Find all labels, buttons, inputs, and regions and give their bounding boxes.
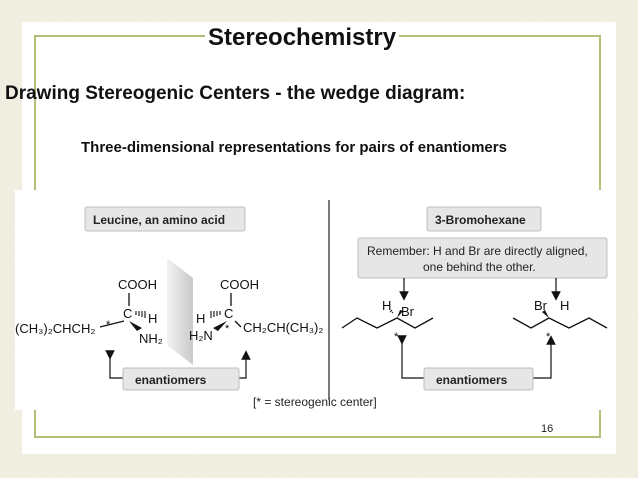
slide-title: Stereochemistry <box>205 24 400 52</box>
page-number: 16 <box>541 423 554 435</box>
bromohexane-label-box <box>426 206 542 232</box>
mol2-hydrogen: H <box>196 311 205 326</box>
leucine-label-box <box>84 206 246 232</box>
bh2-bromine: Br <box>534 298 548 313</box>
note-box <box>357 237 608 279</box>
mol1-right-group: NH₂ <box>139 331 163 346</box>
bromohexane-molecule-1: H Br * <box>341 278 434 343</box>
mol1-left-group: (CH₃)₂CHCH₂ <box>15 321 95 336</box>
left-enantiomers-label: enantiomers <box>135 373 207 387</box>
leucine-molecule-2: COOH C H * H₂N CH₂CH(CH₃)₂ <box>189 277 323 343</box>
mol2-left-group: H₂N <box>189 328 213 343</box>
leucine-molecule-1: COOH C H * (CH₃)₂CHCH₂ NH₂ <box>15 277 163 346</box>
bh1-bromine: Br <box>401 304 415 319</box>
right-enantiomers-box <box>423 367 534 391</box>
stereocenter-footnote: [* = stereogenic center] <box>253 395 377 409</box>
slide-subheading: Three-dimensional representations for pa… <box>81 139 507 156</box>
left-enantiomers-box <box>122 367 240 391</box>
leucine-label: Leucine, an amino acid <box>93 213 225 227</box>
mirror-plane <box>167 258 193 365</box>
right-enantiomers-label: enantiomers <box>436 373 508 387</box>
mol2-cooh: COOH <box>220 277 259 292</box>
mol2-right-group: CH₂CH(CH₃)₂ <box>243 320 323 335</box>
mol1-cooh: COOH <box>118 277 157 292</box>
bh2-hydrogen: H <box>560 298 569 313</box>
bh2-stereocenter-star: * <box>546 331 551 343</box>
left-panel: Leucine, an amino acid COOH C H * (CH₃)₂… <box>15 206 323 391</box>
bh1-hydrogen: H <box>382 298 391 313</box>
mol1-carbon: C <box>123 306 132 321</box>
note-line-2: one behind the other. <box>423 260 536 274</box>
slide-heading: Drawing Stereogenic Centers - the wedge … <box>5 83 466 104</box>
bromohexane-label: 3-Bromohexane <box>435 213 526 227</box>
note-line-1: Remember: H and Br are directly aligned, <box>367 244 588 258</box>
mol1-hydrogen: H <box>148 311 157 326</box>
bromohexane-molecule-2: Br H * <box>512 278 608 343</box>
mol2-stereocenter-star: * <box>225 323 230 335</box>
right-panel: 3-Bromohexane Remember: H and Br are dir… <box>341 206 608 391</box>
enantiomer-figure: Leucine, an amino acid COOH C H * (CH₃)₂… <box>15 190 612 410</box>
mol2-carbon: C <box>224 306 233 321</box>
bh1-stereocenter-star: * <box>394 331 399 343</box>
